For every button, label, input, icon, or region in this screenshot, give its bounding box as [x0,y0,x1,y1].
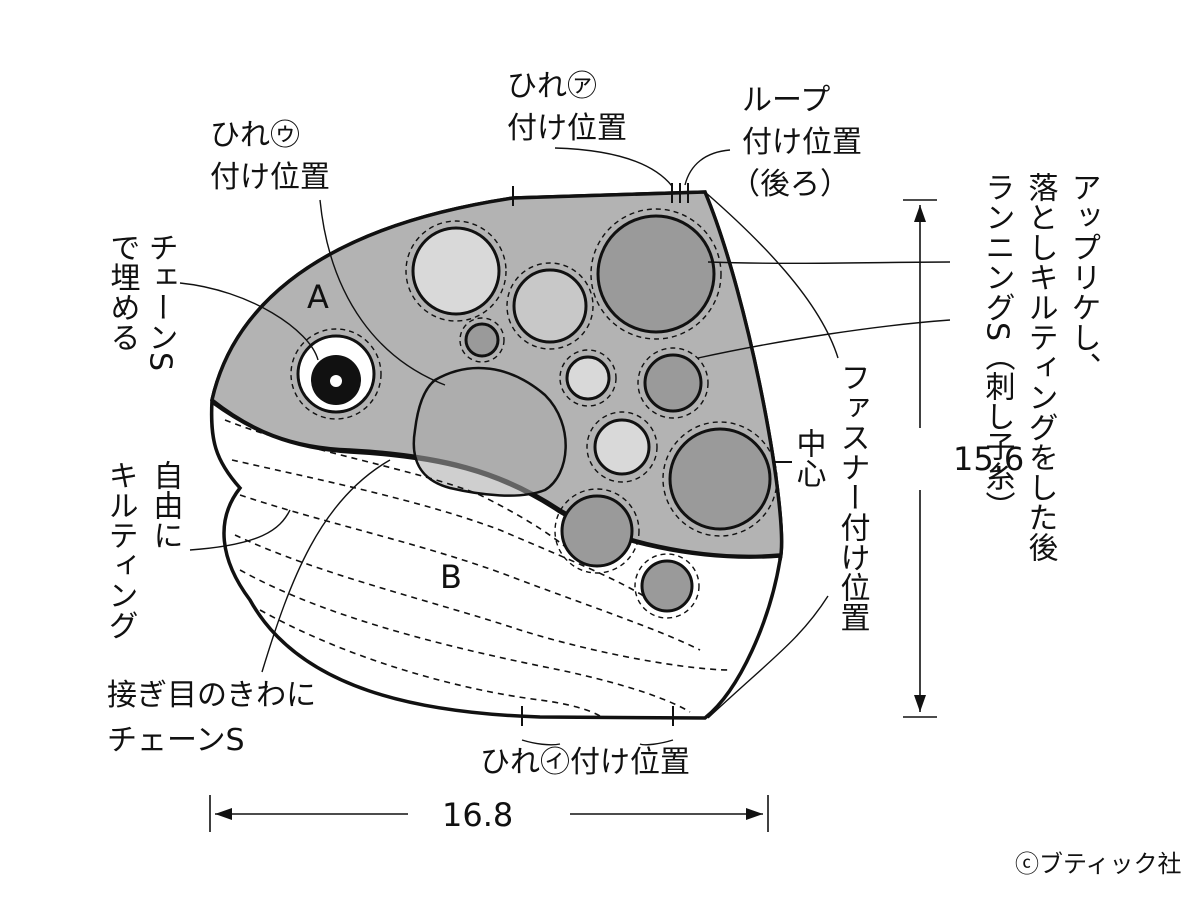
width-dimension-value: 16.8 [442,796,513,834]
circle-5 [559,349,617,407]
copyright-label: ⓒブティック社 [1015,850,1182,878]
applique-label-col1: アップリケし、 [1066,172,1101,382]
leader-lines [179,147,951,746]
section-a-label: A [307,278,329,316]
fin-i-label: ひれ㋑付け位置 [480,745,690,780]
dimension-width [209,795,769,832]
zipper-label: ファスナー付け位置 [835,362,870,632]
fin-u-label-line2: 付け位置 [210,160,330,195]
circle-2 [506,262,594,350]
applique-label-col3: ランニングS（刺し子糸） [980,172,1016,521]
fin-a-label-line1: ひれ㋐ [507,69,597,104]
position-ticks [512,183,792,726]
section-b-label: B [440,558,462,596]
center-label: 中心 [791,428,826,488]
free-quilting-label-col2: キルティング [103,460,138,640]
applique-label-col2: 落としキルティングをした後 [1023,172,1059,562]
fin-a-label-line2: 付け位置 [507,111,627,146]
free-quilting-lines [224,419,731,717]
applique-circles [405,208,778,619]
height-dimension-value: 15.6 [953,440,1024,478]
seam-chain-label-line2: チェーンS [107,723,245,758]
circle-1 [405,220,507,322]
circle-7 [586,411,658,483]
circle-9 [554,488,640,574]
seam-chain-label-line1: 接ぎ目のきわに [107,678,316,713]
fin-overlay [412,366,567,497]
chain-fill-label-col1: チェーンS [143,232,178,371]
circle-8 [662,421,778,537]
circle-10 [634,553,700,619]
circle-6 [637,347,709,419]
free-quilting-label-col1: 自由に [148,460,183,550]
loop-label-line1: ループ [742,83,830,118]
loop-label-line3: （後ろ） [730,167,850,202]
fin-u-label-line1: ひれ㋒ [210,118,300,153]
dimension-height [903,199,937,718]
circle-4 [459,317,505,363]
chain-fill-label-col2: で埋める [105,232,141,352]
loop-label-line2: 付け位置 [742,125,862,160]
circle-3 [590,208,722,340]
